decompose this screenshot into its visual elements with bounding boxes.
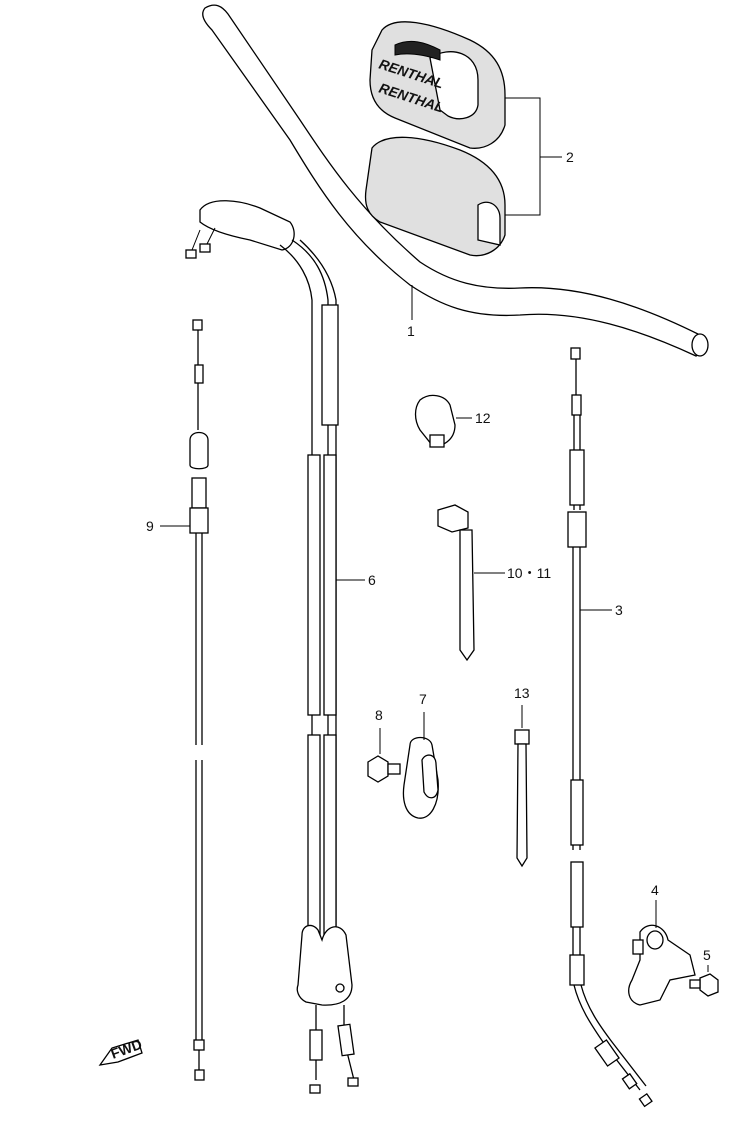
bolt-8: 8 — [367, 707, 401, 783]
throttle-cable: 6 — [185, 200, 376, 1094]
cable-bracket: 4 — [628, 882, 696, 1006]
bolt-5: 5 — [689, 947, 719, 997]
callout-5: 5 — [703, 947, 711, 963]
callout-12: 12 — [475, 410, 491, 426]
hot-start-cable: 9 — [146, 319, 209, 1081]
callout-7: 7 — [419, 691, 427, 707]
callout-1: 1 — [407, 323, 415, 339]
callout-10-11: 10・11 — [507, 565, 551, 581]
clutch-cable: 3 — [567, 347, 653, 1108]
callout-3: 3 — [615, 602, 623, 618]
cable-tie-mount: 10・11 — [437, 504, 551, 662]
callout-6: 6 — [368, 572, 376, 588]
cable-clamp: 12 — [414, 394, 491, 448]
callout-9: 9 — [146, 518, 154, 534]
bar-pad-assembly: RENTHAL RENTHAL 2 — [364, 21, 574, 257]
callout-8: 8 — [375, 707, 383, 723]
fwd-arrow-icon: FWD — [98, 1036, 144, 1066]
handlebar — [202, 4, 709, 357]
cable-tie: 13 — [514, 685, 530, 868]
callout-4: 4 — [651, 882, 659, 898]
callout-2: 2 — [566, 149, 574, 165]
callout-13: 13 — [514, 685, 530, 701]
cable-guide: 7 — [402, 691, 439, 819]
